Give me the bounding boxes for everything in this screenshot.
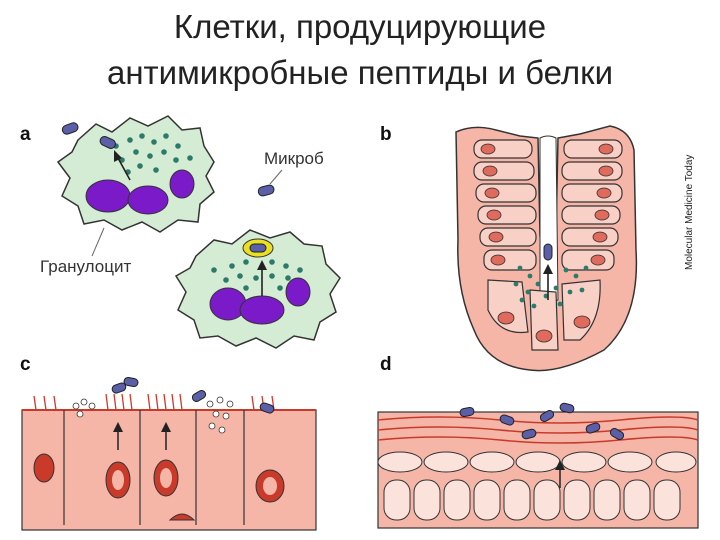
crypt-lumen: [539, 135, 559, 303]
microbes: [459, 402, 625, 440]
arrowhead: [257, 260, 267, 270]
crypt-nuclei-left: [480, 143, 506, 266]
title-line-2: антимикробные пептиды и белки: [106, 54, 614, 91]
arrowhead: [543, 264, 553, 274]
nuclei-inner: [112, 468, 277, 495]
microbe: [257, 184, 275, 197]
cytoplasm: [174, 229, 341, 349]
microbe: [543, 243, 553, 261]
arrowhead: [114, 150, 122, 162]
panel-b-label: b: [380, 124, 392, 145]
page-title: Клетки, продуцирующие антимикробные пепт…: [0, 4, 720, 96]
granules: [211, 259, 303, 291]
cilia: [33, 393, 275, 411]
basal-cell: [168, 513, 196, 521]
engulfed-microbe: [99, 135, 116, 149]
panel-d: d: [377, 354, 699, 529]
panel-d-label: d: [380, 354, 392, 375]
stratum-corneum: [377, 416, 699, 444]
paneth-nuclei: [497, 311, 591, 343]
arrowhead: [555, 460, 565, 470]
phagocytosed-microbe: [249, 243, 267, 253]
nucleus-lobe: [285, 277, 311, 307]
nucleus-lobe: [209, 287, 247, 321]
panel-c-label: c: [20, 354, 31, 375]
cell-borders: [63, 410, 245, 525]
secretion-arrows: [113, 422, 171, 450]
panel-a-label: a: [20, 124, 31, 145]
nucleus-lobe: [169, 169, 195, 199]
microbe-pointer: [269, 169, 283, 185]
keratinocytes: [377, 451, 697, 521]
microbe: [61, 122, 79, 135]
paneth-granules: [513, 265, 589, 309]
panel-a: a Микроб Гранулоцит: [20, 115, 341, 349]
nucleus-lobe: [85, 179, 131, 213]
crypt-nuclei-right: [590, 143, 614, 266]
credit-text: Molecular Medicine Today: [684, 155, 695, 270]
granulocyte-label: Гранулоцит: [40, 257, 131, 276]
arrow: [117, 157, 131, 181]
granulocyte-1: [56, 115, 215, 233]
microbe-label: Микроб: [264, 149, 324, 168]
nucleus-lobe: [127, 185, 169, 215]
secretory-granules: [72, 396, 234, 434]
panel-b: b Molecular Medicine Today: [380, 124, 695, 372]
granulocyte-pointer: [91, 227, 105, 257]
panel-c: c: [20, 354, 317, 531]
title-line-1: Клетки, продуцирующие: [173, 8, 547, 45]
granules: [113, 133, 193, 175]
nucleus-lobe: [239, 295, 285, 325]
microbes: [111, 376, 275, 414]
granulocyte-2: [174, 229, 341, 349]
